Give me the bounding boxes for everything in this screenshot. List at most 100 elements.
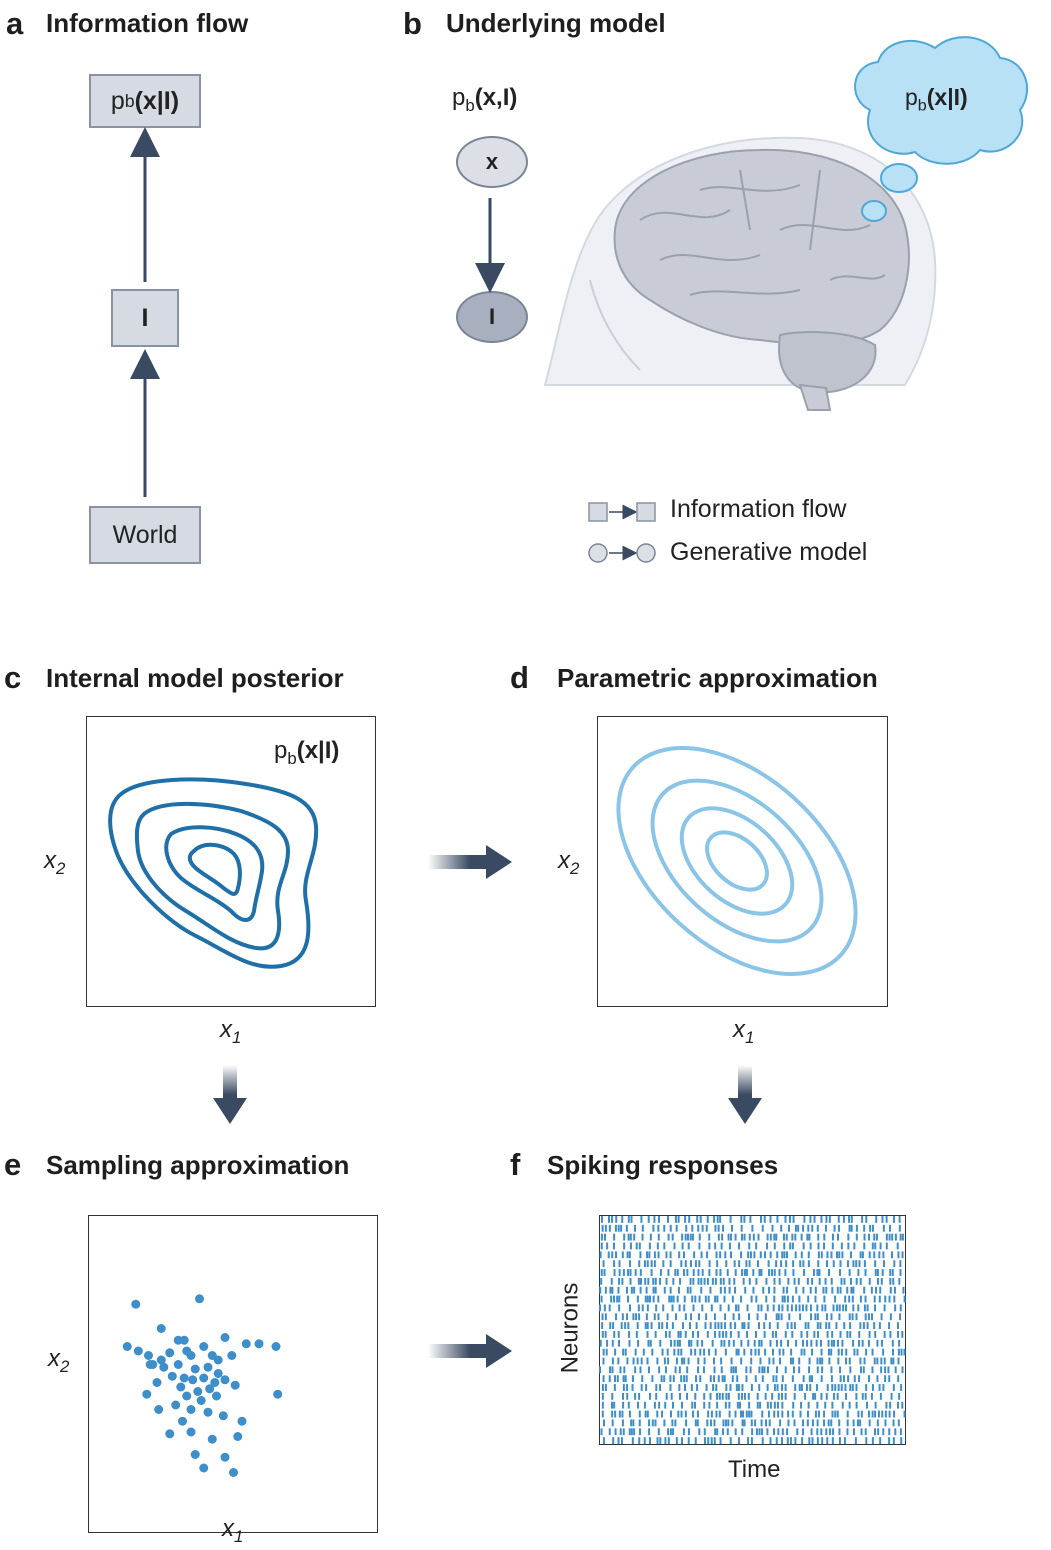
spike-mark [630, 1216, 633, 1223]
spike-mark [622, 1384, 625, 1391]
spike-mark [799, 1410, 802, 1418]
spike-mark [708, 1401, 711, 1409]
spike-mark [654, 1331, 657, 1338]
spike-mark [871, 1242, 874, 1250]
spike-mark [813, 1216, 816, 1223]
spike-mark [884, 1375, 887, 1383]
spike-mark [719, 1277, 722, 1285]
spike-mark [654, 1419, 657, 1427]
sample-point [230, 1380, 240, 1390]
spike-mark [748, 1260, 751, 1268]
spike-mark [807, 1251, 810, 1259]
spike-mark [773, 1286, 776, 1294]
spike-mark [637, 1401, 640, 1409]
spike-mark [760, 1419, 763, 1427]
spike-mark [859, 1251, 862, 1259]
spike-mark [815, 1384, 818, 1391]
spike-mark [657, 1224, 660, 1232]
spike-mark [823, 1242, 826, 1250]
spike-mark [899, 1304, 902, 1312]
spike-mark [631, 1384, 634, 1391]
spike-mark [637, 1277, 640, 1285]
spike-mark [902, 1286, 905, 1294]
spike-mark [667, 1428, 670, 1436]
spike-mark [624, 1348, 627, 1356]
spike-mark [697, 1313, 700, 1321]
spike-mark [786, 1437, 789, 1444]
spike-mark [668, 1295, 671, 1303]
spike-mark [850, 1224, 853, 1232]
spike-mark [850, 1216, 853, 1223]
spike-mark [876, 1277, 879, 1285]
spike-mark [764, 1251, 767, 1259]
spike-mark [863, 1260, 866, 1268]
contour-2 [134, 801, 291, 951]
spike-mark [687, 1357, 690, 1365]
neuron-row [602, 1375, 900, 1383]
spike-mark [642, 1348, 645, 1356]
spike-mark [775, 1366, 778, 1374]
spike-mark [605, 1348, 608, 1356]
spike-mark [816, 1269, 819, 1276]
sample-point [195, 1294, 204, 1304]
joint-label: pb(x,I) [452, 84, 517, 116]
c-ylabel-sub: 2 [56, 858, 66, 878]
spike-mark [806, 1410, 809, 1418]
spike-mark [608, 1375, 611, 1383]
spike-mark [853, 1348, 856, 1356]
spike-mark [650, 1260, 653, 1268]
spike-mark [871, 1224, 874, 1232]
spike-mark [657, 1295, 660, 1303]
spike-mark [618, 1277, 621, 1285]
spike-mark [887, 1366, 890, 1374]
spike-mark [748, 1242, 751, 1250]
spike-mark [856, 1348, 859, 1356]
spike-mark [868, 1251, 871, 1259]
spike-mark [830, 1251, 833, 1259]
spike-mark [621, 1277, 624, 1285]
spike-mark [899, 1233, 902, 1241]
spike-mark [641, 1375, 644, 1383]
spike-mark [667, 1357, 670, 1365]
spike-mark [747, 1437, 750, 1444]
spike-mark [786, 1251, 789, 1259]
spike-mark [601, 1392, 604, 1400]
spike-mark [656, 1357, 659, 1365]
spike-mark [613, 1331, 616, 1338]
legend-info-flow: Information flow [670, 495, 847, 523]
spike-mark [750, 1437, 753, 1444]
spike-mark [830, 1348, 833, 1356]
spike-mark [639, 1251, 642, 1259]
spike-mark [873, 1251, 876, 1259]
spike-mark [638, 1419, 641, 1427]
spike-mark [871, 1437, 874, 1444]
spike-mark [754, 1331, 757, 1338]
spike-mark [622, 1375, 625, 1383]
spike-mark [888, 1410, 891, 1418]
spike-mark [627, 1269, 630, 1276]
spike-mark [786, 1286, 789, 1294]
spike-mark [837, 1224, 840, 1232]
sample-point [205, 1384, 215, 1394]
spike-mark [823, 1295, 826, 1303]
c-xlabel-x: x [220, 1016, 232, 1043]
spike-mark [658, 1366, 661, 1374]
spike-mark [611, 1357, 614, 1365]
spike-mark [781, 1437, 784, 1444]
spike-mark [671, 1233, 674, 1241]
spike-mark [890, 1392, 893, 1400]
spike-mark [699, 1348, 702, 1356]
spike-mark [834, 1410, 837, 1418]
spike-mark [810, 1428, 813, 1436]
spike-mark [810, 1339, 813, 1347]
spike-mark [842, 1304, 845, 1312]
spike-mark [763, 1216, 766, 1223]
spike-mark [824, 1304, 827, 1312]
e-ylabel-x: x [48, 1345, 60, 1372]
spike-mark [852, 1260, 855, 1268]
spike-mark [717, 1375, 720, 1383]
spike-mark [783, 1251, 786, 1259]
spike-mark [652, 1295, 655, 1303]
spike-mark [884, 1295, 887, 1303]
